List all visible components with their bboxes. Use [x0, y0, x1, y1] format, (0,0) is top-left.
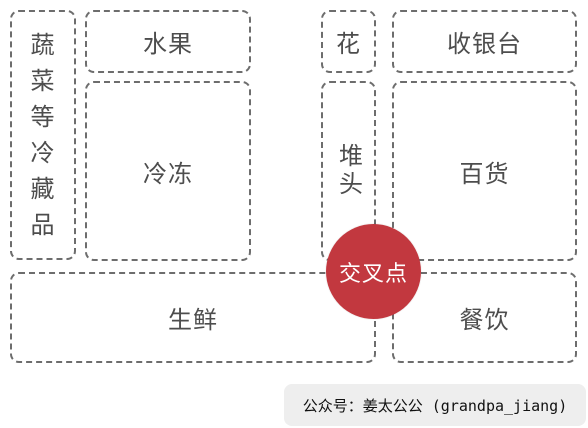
- credit-text: 公众号：姜太公公 (grandpa_jiang): [302, 396, 568, 415]
- zone-cashier: 收银台: [392, 10, 577, 73]
- zone-fruit-label: 水果: [143, 30, 193, 58]
- zone-end-cap-label: 堆头: [334, 143, 363, 199]
- zone-general-goods: 百货: [392, 81, 577, 261]
- zone-vegetables-label: 蔬菜等冷藏品: [30, 31, 56, 239]
- zone-fresh-label: 生鲜: [168, 306, 218, 334]
- intersection-label: 交叉点: [338, 261, 408, 287]
- zone-frozen: 冷冻: [85, 81, 251, 261]
- credit-badge: 公众号：姜太公公 (grandpa_jiang): [284, 384, 586, 426]
- zone-dining: 餐饮: [392, 272, 577, 363]
- zone-cashier-label: 收银台: [447, 30, 522, 58]
- zone-flowers-label: 花: [336, 30, 361, 58]
- zone-flowers: 花: [321, 10, 376, 73]
- zone-frozen-label: 冷冻: [143, 159, 193, 188]
- zone-fresh: 生鲜: [10, 272, 376, 363]
- zone-general-goods-label: 百货: [459, 159, 510, 188]
- zone-fruit: 水果: [85, 10, 251, 73]
- zone-vegetables-chilled: 蔬菜等冷藏品: [10, 10, 76, 260]
- zone-dining-label: 餐饮: [459, 306, 510, 334]
- intersection-marker: 交叉点: [326, 224, 421, 319]
